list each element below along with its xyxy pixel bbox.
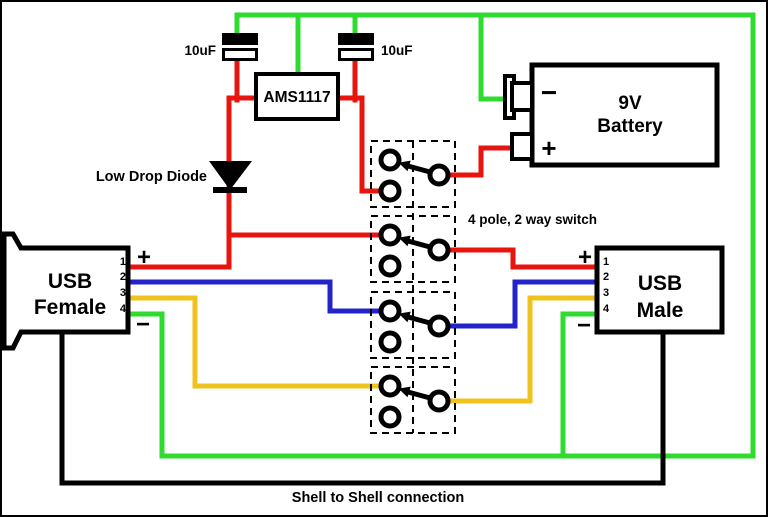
switch-pole-4-contact-a <box>378 374 402 398</box>
switch-pole-4-arrowhead <box>398 386 411 398</box>
usb-female-pin4-number: 4 <box>120 303 127 315</box>
usb-female-pin1-number: 1 <box>120 256 126 268</box>
wire-red-pole2-usb-male-pin1 <box>447 247 603 270</box>
wire-green-battery-negative <box>478 12 509 102</box>
wire-yellow-usb-female-pin3-pole4 <box>123 295 383 389</box>
switch-pole-1-box <box>370 140 456 208</box>
switch-pole-3-contact-b <box>378 330 402 354</box>
diode-cathode-bar <box>213 187 247 193</box>
capacitor-right-label: 10uF <box>381 43 413 58</box>
switch-pole-1-contact-a <box>378 148 402 172</box>
switch-pole-2-arrowhead <box>398 235 411 247</box>
switch-pole-2-lever <box>407 238 431 250</box>
switch-pole-2 <box>370 215 456 283</box>
battery-positive-terminal <box>510 132 534 161</box>
capacitor-left-bottom-plate <box>222 48 258 61</box>
usb-male-pin2-number: 2 <box>603 271 609 283</box>
shell-connection-label: Shell to Shell connection <box>292 490 464 506</box>
usb-male-pin1-number: 1 <box>603 256 609 268</box>
battery-plus-sign: + <box>541 133 556 163</box>
regulator-label: AMS1117 <box>263 89 330 106</box>
wire-blue-usb-female-pin2-pole3 <box>123 279 383 314</box>
capacitor-left-top-plate <box>222 33 258 45</box>
switch-pole-4-contact-b <box>378 405 402 429</box>
usb-male-label-line1: USB <box>638 272 682 295</box>
switch-pole-1 <box>370 140 456 208</box>
switch-pole-1-contact-b <box>378 179 402 203</box>
switch-pole-4-lever <box>407 389 431 401</box>
wire-yellow-pole4-usb-male-pin3 <box>447 295 603 404</box>
usb-male-plus-sign: + <box>578 244 592 271</box>
capacitor-right-bottom-plate <box>338 48 374 61</box>
switch-pole-1-common <box>427 163 451 187</box>
switch-pole-3-arrowhead <box>398 311 411 323</box>
diode-triangle <box>209 161 252 190</box>
usb-male-label-line2: Male <box>637 299 684 322</box>
battery-body <box>529 62 720 168</box>
capacitor-right-top-plate <box>338 33 374 45</box>
usb-female-pin3-number: 3 <box>120 287 126 299</box>
battery-label-line1: 9V <box>618 93 642 114</box>
battery-minus-sign: − <box>541 77 557 108</box>
wire-green-ground-bus <box>123 12 756 459</box>
switch-pole-1-lever <box>407 163 431 175</box>
switch-label: 4 pole, 2 way switch <box>468 212 597 227</box>
usb-male-body <box>594 245 725 335</box>
wire-red-regulator-in-pole1 <box>333 95 383 194</box>
capacitor-left-label: 10uF <box>184 43 216 58</box>
regulator-body <box>254 72 340 121</box>
wire-blue-pole3-usb-male-pin2 <box>447 279 603 329</box>
switch-pole-4-box <box>370 366 456 434</box>
usb-female-minus-sign: − <box>136 311 150 338</box>
switch-pole-2-box <box>370 215 456 283</box>
wire-green-usb-male-pin4 <box>560 311 603 459</box>
usb-female-plus-sign: + <box>137 244 151 271</box>
switch-pole-3-contact-a <box>378 299 402 323</box>
usb-male-minus-sign: − <box>577 312 591 339</box>
usb-female-body <box>1 231 131 351</box>
switch-pole-1-arrowhead <box>398 160 411 172</box>
wire-shell-to-shell <box>59 327 666 486</box>
switch-pole-2-contact-b <box>378 254 402 278</box>
wire-red-battery-positive <box>447 145 517 178</box>
usb-male-pin4-number: 4 <box>603 303 610 315</box>
switch-pole-3-box <box>370 291 456 359</box>
usb-male-pin3-number: 3 <box>603 287 609 299</box>
switch-pole-3-common <box>427 314 451 338</box>
switch-pole-4-common <box>427 389 451 413</box>
switch-pole-2-common <box>427 238 451 262</box>
switch-pole-4 <box>370 366 456 434</box>
battery-label-line2: Battery <box>597 116 663 137</box>
usb-female-pin2-number: 2 <box>120 271 126 283</box>
switch-pole-2-contact-a <box>378 223 402 247</box>
switch-pole-3-lever <box>407 314 431 326</box>
battery-negative-tab <box>510 81 534 112</box>
usb-female-label-line1: USB <box>48 270 92 293</box>
usb-female-label-line2: Female <box>34 296 106 319</box>
diode-label: Low Drop Diode <box>96 169 207 185</box>
switch-pole-3 <box>370 291 456 359</box>
